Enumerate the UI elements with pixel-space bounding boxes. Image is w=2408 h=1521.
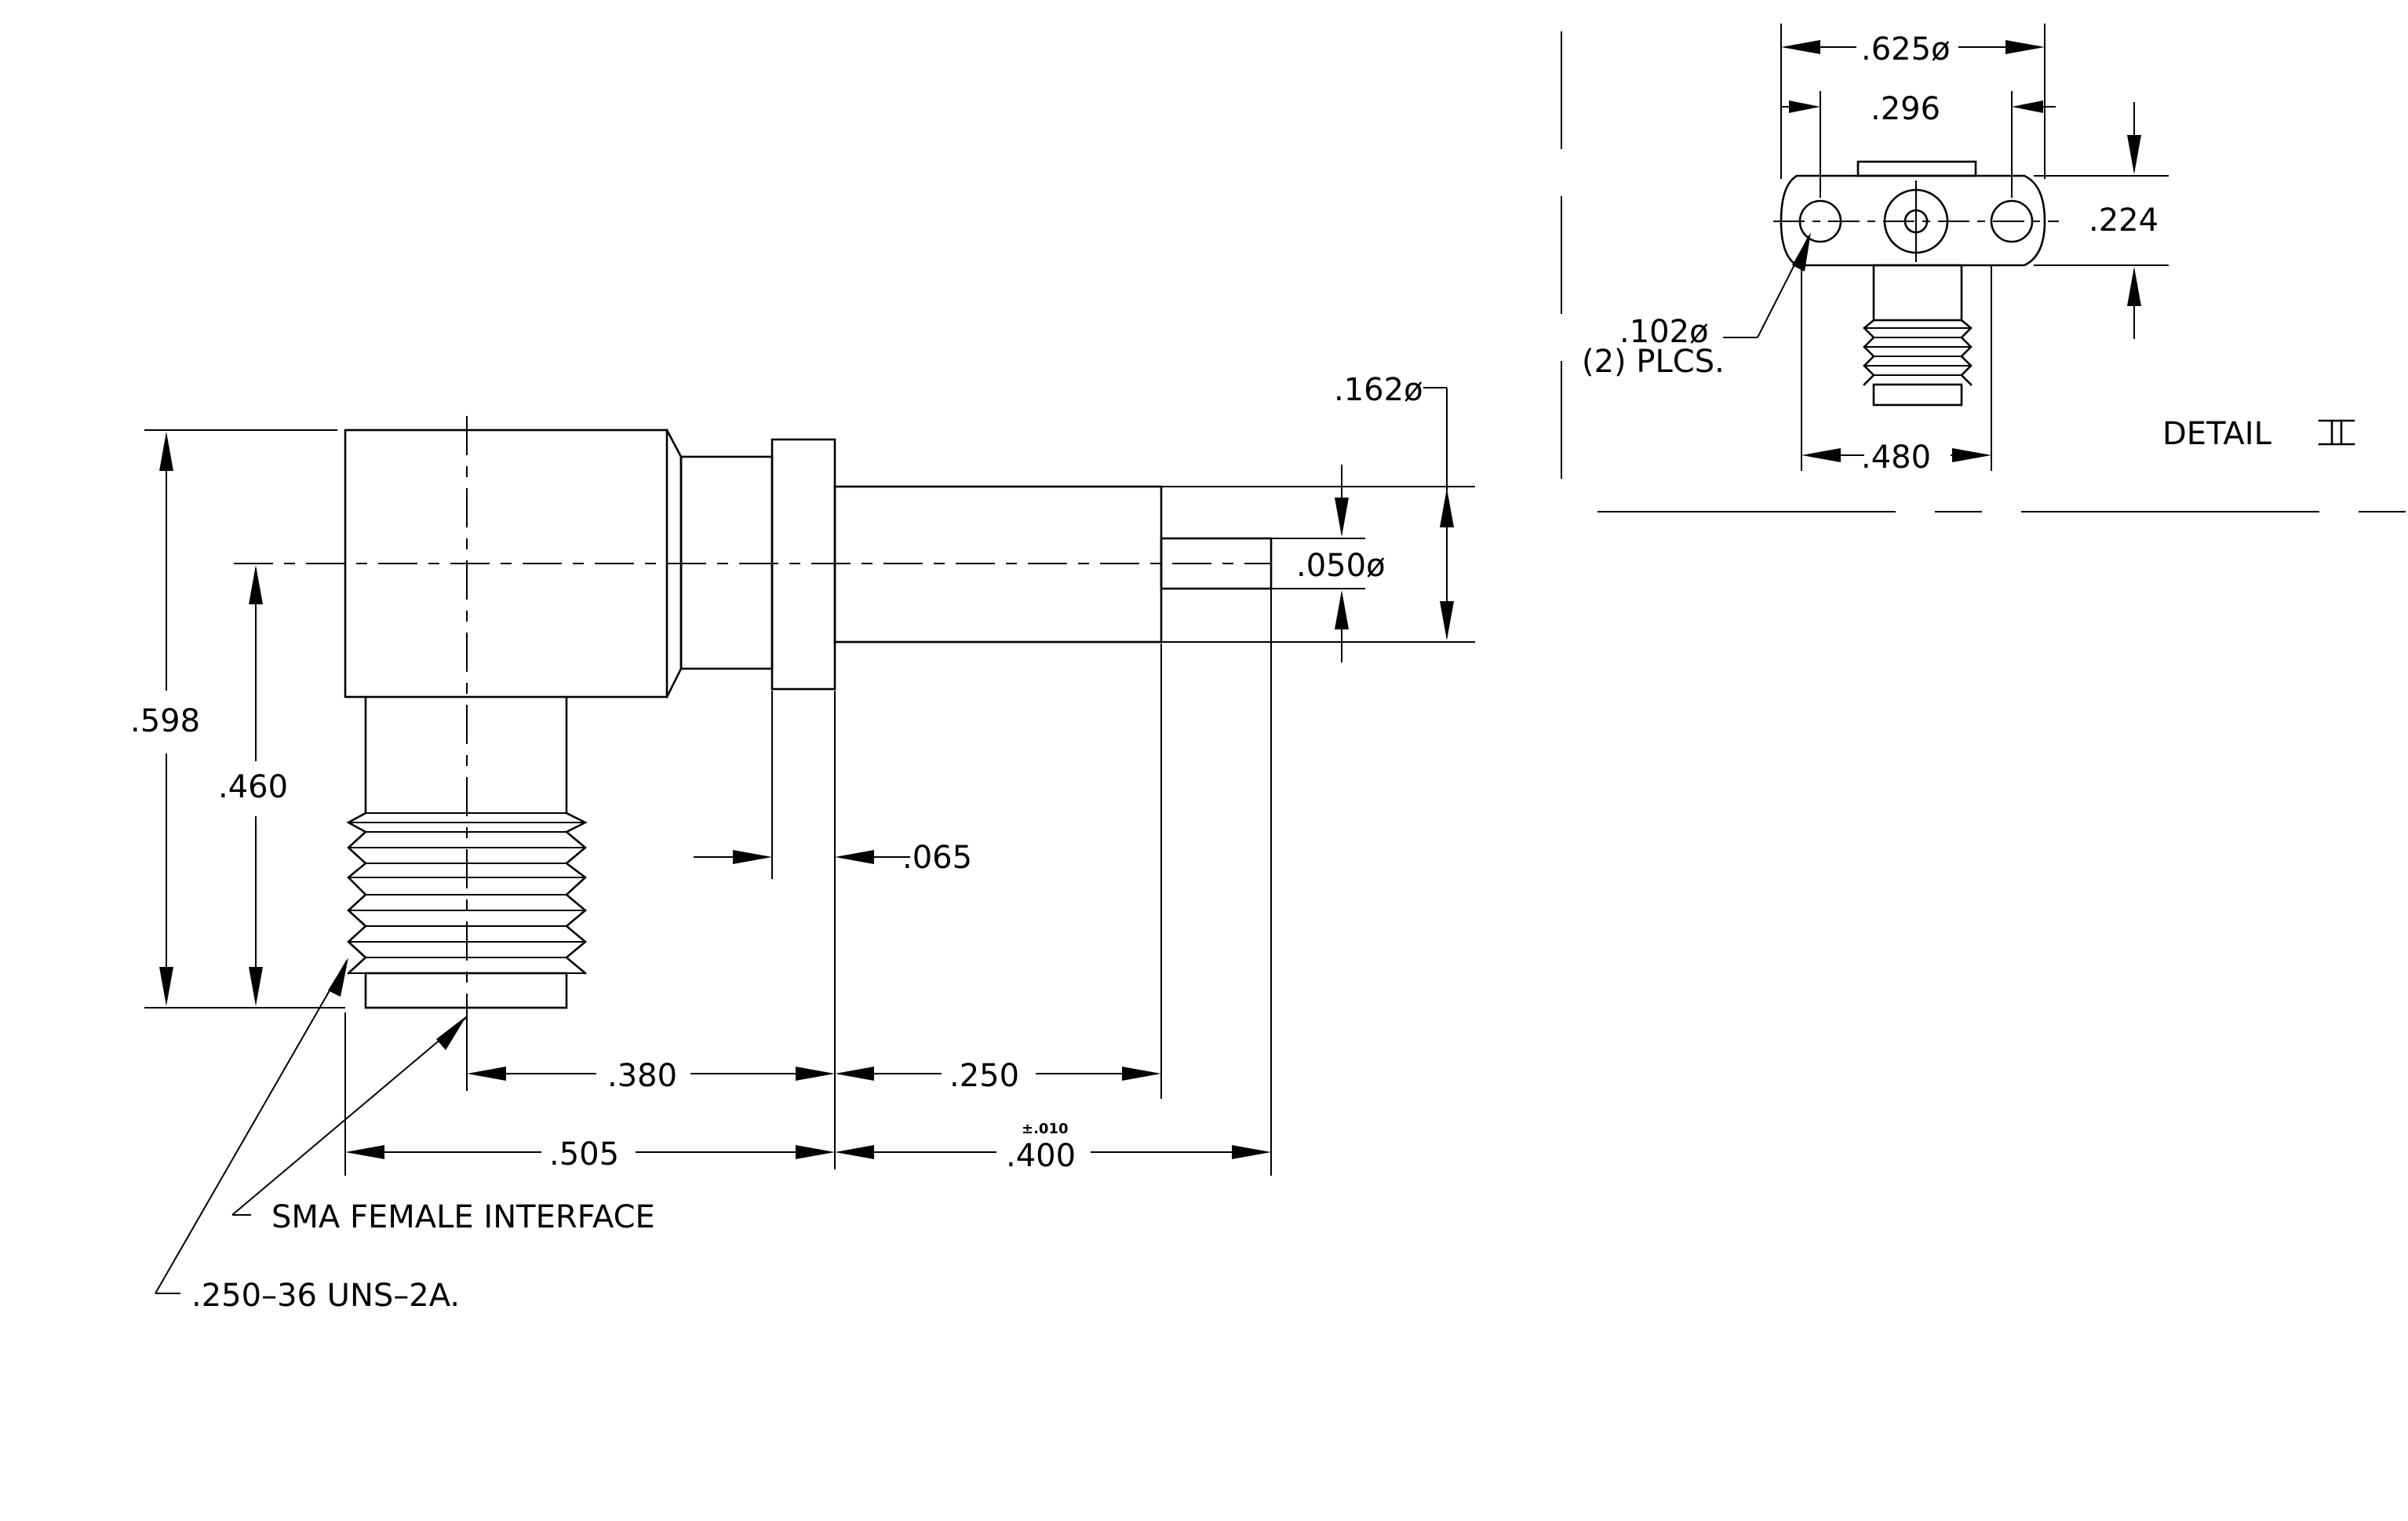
dim-body-dia: .162ø	[1334, 372, 1423, 408]
note-thread-spec: .250–36 UNS–2A.	[191, 1278, 460, 1314]
detail-dim-flange-height: .224	[2089, 202, 2158, 239]
detail-dim-hole-dia: .102ø	[1619, 314, 1709, 350]
detail-dim-thread-width: .480	[1861, 440, 1931, 476]
detail-flange	[1780, 174, 2046, 267]
dim-380: .380	[607, 1058, 677, 1094]
dim-505: .505	[549, 1136, 619, 1173]
side-view	[234, 416, 1273, 1091]
detail-hole-count: (2) PLCS.	[1582, 344, 1725, 380]
detail-roman-ii-icon	[2318, 419, 2355, 446]
detail-dim-flange-width: .625ø	[1861, 31, 1951, 67]
detail-stem	[1872, 264, 1963, 322]
note-sma-interface: SMA FEMALE INTERFACE	[271, 1199, 655, 1235]
detail-thread-base	[1872, 383, 1963, 407]
dim-flange-thickness: .065	[902, 840, 972, 876]
detail-label: DETAIL	[2162, 416, 2272, 452]
dim-400-tolerance: ±.010	[1022, 1121, 1069, 1137]
dim-overall-height: .598	[130, 703, 200, 739]
detail-top-boss	[1856, 160, 1977, 177]
center-pin	[1160, 537, 1273, 590]
thread-profile-right	[564, 812, 588, 975]
dim-pin-dia: .050ø	[1296, 548, 1386, 584]
detail-dim-hole-spacing: .296	[1871, 91, 1940, 127]
dim-center-height: .460	[218, 769, 288, 805]
side-view-dimensions: .598 .460 .065 .380 .250 .505	[130, 372, 1475, 1314]
dim-400: .400	[1006, 1138, 1076, 1174]
dim-250: .250	[949, 1058, 1019, 1094]
thread-profile-left	[346, 812, 368, 975]
detail-view: .625ø .296 .224 .102ø (2) PLCS. .480 DET…	[1561, 24, 2408, 512]
